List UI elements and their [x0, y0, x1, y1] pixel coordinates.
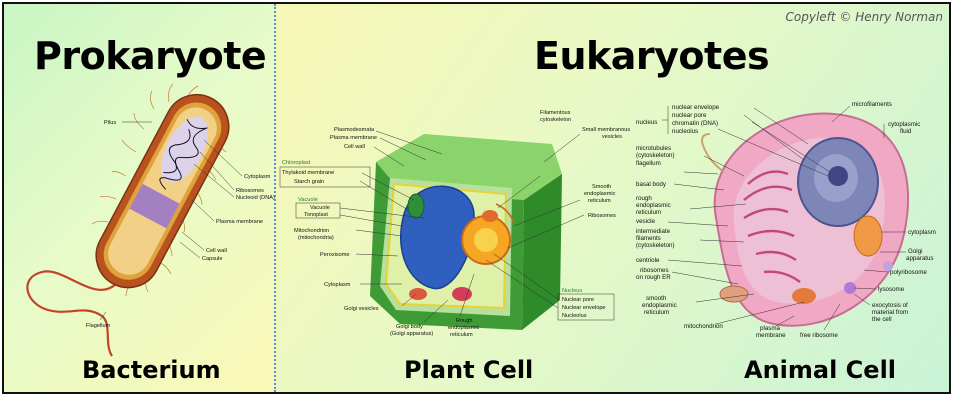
intermediate-label-1: intermediate — [636, 228, 671, 235]
microtubules-label-2: (cytoskeleton) — [636, 152, 675, 159]
intermediate-label-2: filaments — [636, 235, 661, 242]
animal-smooth-er-label-3: reticulum — [644, 309, 669, 316]
golgi-label-1: Golgi — [908, 248, 922, 255]
exocytosis-label-1: exocytosis of — [872, 302, 908, 309]
animal-rough-er-label-3: reticulum — [636, 209, 661, 216]
animal-smooth-er-label-2: endoplasmic — [642, 302, 677, 309]
animal-nuclear-envelope-label: nuclear envelope — [672, 104, 720, 111]
animal-nucleolus-label: nucleolus — [672, 128, 698, 135]
intermediate-label-3: (cytoskeleton) — [636, 242, 675, 249]
polyribosome-label: polyribosome — [890, 269, 927, 276]
microfilaments-label: microfilaments — [852, 101, 892, 108]
animal-cell-diagram: nucleus nuclear envelope nuclear pore ch… — [4, 4, 951, 394]
microtubules-label-1: microtubules — [636, 145, 671, 152]
lysosome-label: lysosome — [878, 286, 905, 293]
centriole-label: centriole — [636, 257, 660, 264]
basal-body-label: basal body — [636, 181, 667, 188]
chromatin-label: chromatin (DNA) — [672, 120, 718, 127]
exocytosis-label-3: the cell — [872, 316, 892, 323]
animal-cell-body — [702, 113, 908, 325]
figure-frame: Prokaryote Eukaryotes Copyleft © Henry N… — [2, 2, 951, 394]
animal-cytoplasm-label: cytoplasm — [908, 229, 936, 236]
animal-plasma-membrane-label-1: plasma — [760, 325, 781, 332]
cytoplasmic-fluid-label-2: fluid — [900, 128, 912, 135]
animal-vesicle-label: vesicle — [636, 218, 655, 225]
animal-rough-er-label-2: endoplasmic — [636, 202, 671, 209]
flagellum-animal-label: flagellum — [636, 160, 661, 167]
animal-nuclear-pore-label: nuclear pore — [672, 112, 707, 119]
ribosomes-er-label-1: ribosomes — [640, 267, 669, 274]
animal-rough-er-label-1: rough — [636, 195, 652, 202]
free-ribosome-label: free ribosome — [800, 332, 838, 339]
animal-plasma-membrane-label-2: membrane — [756, 332, 786, 339]
animal-nucleus-label: nucleus — [636, 119, 657, 126]
animal-mitochondrion-label: mitochondrion — [684, 323, 723, 330]
cytoplasmic-fluid-label-1: cytoplasmic — [888, 121, 920, 128]
exocytosis-label-2: material from — [872, 309, 908, 316]
ribosomes-er-label-2: on rough ER — [636, 274, 671, 281]
golgi-label-2: apparatus — [906, 255, 934, 262]
animal-smooth-er-label-1: smooth — [646, 295, 667, 302]
